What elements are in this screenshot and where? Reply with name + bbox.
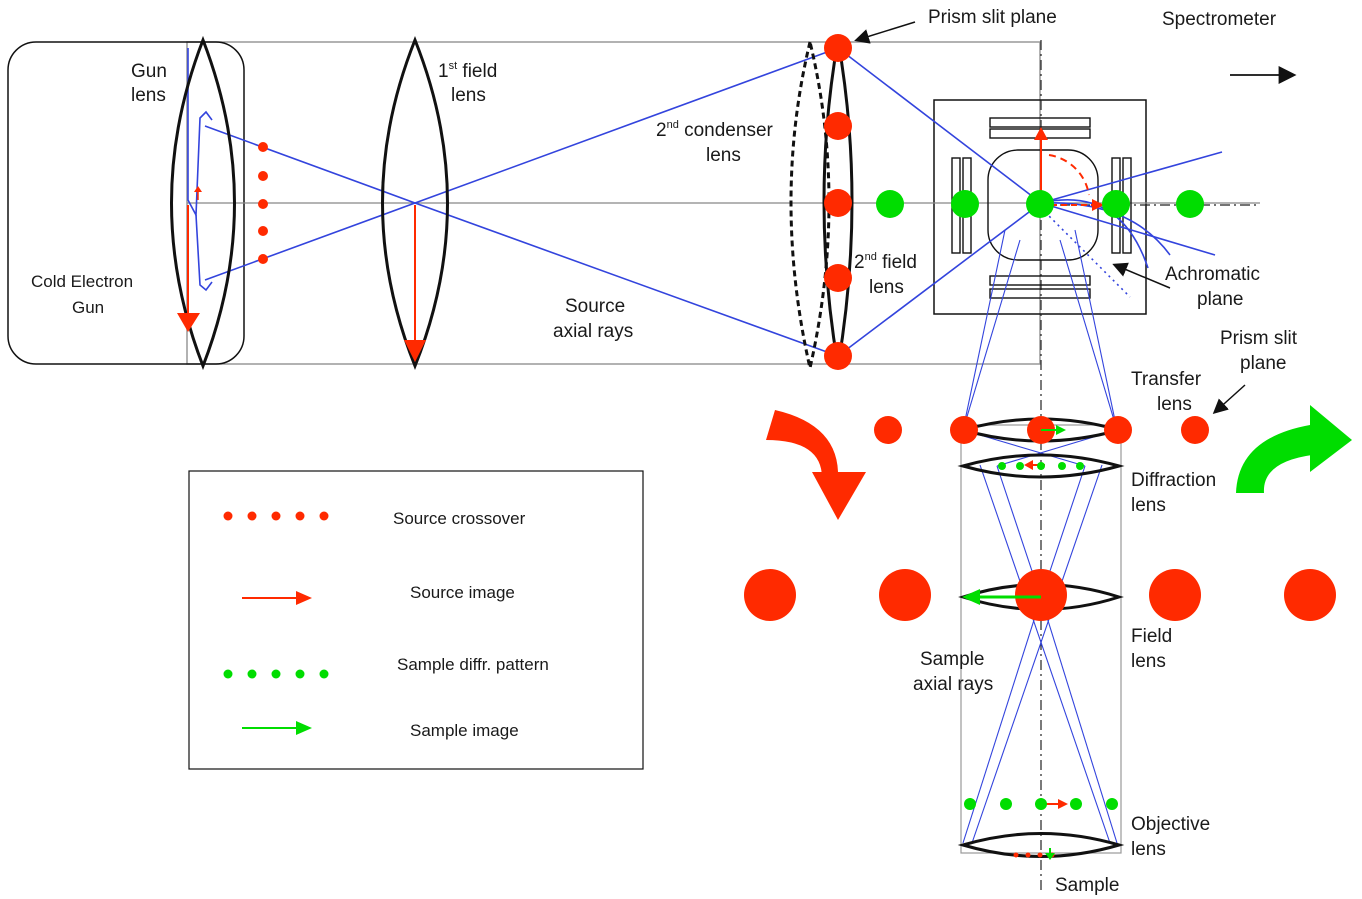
- label-source-axial-rays-2: axial rays: [553, 321, 633, 342]
- label-second-field-1: 2nd field: [854, 251, 917, 273]
- legend-source-image-label: Source image: [410, 583, 515, 602]
- green-rotation-arrow: [1236, 405, 1352, 493]
- objective-lens: [957, 832, 1125, 858]
- achromatic-plane-line: [1044, 211, 1131, 298]
- label-achromatic-plane-2: plane: [1197, 289, 1244, 310]
- first-field-lens: [381, 35, 449, 371]
- legend-box: [188, 470, 644, 770]
- diffraction-lens: [957, 453, 1125, 479]
- prism-box: [933, 99, 1147, 315]
- prism-slit-plane-pointer: [854, 21, 916, 44]
- label-first-field-lens-2: lens: [451, 85, 486, 106]
- label-field-lens-1: Field: [1131, 626, 1172, 647]
- label-transfer-lens-1: Transfer: [1131, 369, 1202, 390]
- field-lens: [958, 583, 1124, 611]
- label-objective-lens-1: Objective: [1131, 814, 1210, 835]
- label-sample-axial-rays-1: Sample: [920, 649, 984, 670]
- label-spectrometer: Spectrometer: [1162, 9, 1277, 30]
- label-sample: Sample: [1055, 875, 1119, 896]
- label-second-condenser-1: 2nd condenser: [656, 119, 774, 141]
- sample-diffr-pattern-diffraction: [998, 462, 1084, 470]
- source-crossover-dots-field-lens: [744, 569, 1336, 621]
- legend-source-crossover-label: Source crossover: [393, 509, 526, 528]
- label-sample-axial-rays-2: axial rays: [913, 674, 993, 695]
- legend-sample-diffr-pattern-label: Sample diffr. pattern: [397, 655, 549, 674]
- label-diffraction-lens-2: lens: [1131, 495, 1166, 516]
- label-second-field-2: lens: [869, 277, 904, 298]
- source-image-first-field-head: [404, 340, 426, 362]
- label-prism-slit-plane-right-1: Prism slit: [1220, 328, 1298, 349]
- source-image-gun-head: [177, 313, 200, 332]
- label-gun-lens-1: Gun: [131, 61, 167, 82]
- legend-sample-image-label: Sample image: [410, 721, 519, 740]
- label-second-condenser-2: lens: [706, 145, 741, 166]
- source-crossover-dots-gun: [258, 142, 268, 264]
- label-cold-electron-gun-2: Gun: [72, 298, 104, 317]
- achromatic-plane-pointer: [1112, 262, 1171, 289]
- label-cold-electron-gun-1: Cold Electron: [31, 272, 133, 291]
- legend: Source crossover Source image Sample dif…: [188, 470, 644, 770]
- gun-lens: [170, 35, 236, 371]
- sample-diffr-pattern-horizontal: [876, 190, 1204, 218]
- red-rotation-arrow: [766, 410, 866, 520]
- label-field-lens-2: lens: [1131, 651, 1166, 672]
- label-source-axial-rays-1: Source: [565, 296, 625, 317]
- source-crossover-dots-field: [824, 34, 852, 370]
- source-image-prism-arc: [1048, 154, 1090, 196]
- label-transfer-lens-2: lens: [1157, 394, 1192, 415]
- sample-diffr-pattern-objective: [964, 798, 1118, 810]
- legend-sample-diffr-pattern-symbol: [223, 669, 329, 679]
- label-achromatic-plane-1: Achromatic: [1165, 264, 1260, 285]
- label-objective-lens-2: lens: [1131, 839, 1166, 860]
- label-gun-lens-2: lens: [131, 85, 166, 106]
- label-diffraction-lens-1: Diffraction: [1131, 470, 1216, 491]
- legend-source-crossover-symbol: [223, 511, 329, 521]
- source-axial-rays: [187, 47, 1223, 357]
- label-prism-slit-plane-right-2: plane: [1240, 353, 1287, 374]
- prism-slit-plane-right-pointer: [1212, 384, 1246, 415]
- label-first-field-lens-1: 1st field: [438, 60, 497, 82]
- label-prism-slit-plane-top: Prism slit plane: [928, 7, 1057, 28]
